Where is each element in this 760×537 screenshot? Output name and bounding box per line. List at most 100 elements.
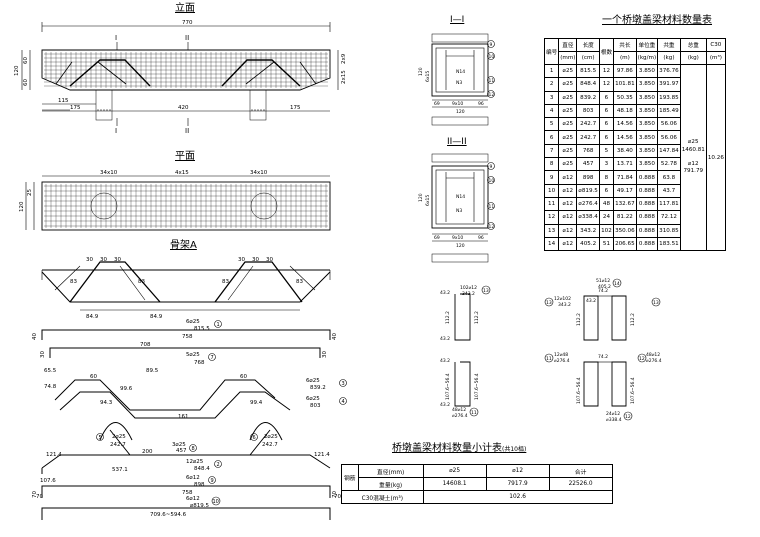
elevation-view: 770 I II I II 115 175 420 175 120 60 60: [14, 20, 347, 135]
material-cell: 14.56: [613, 117, 637, 132]
material-cell: 3.850: [635, 157, 659, 172]
unit-total-len: (m): [613, 51, 637, 65]
plan-dim-3: 34x10: [250, 170, 268, 176]
material-cell: 8: [543, 157, 560, 172]
material-cell: 0.888: [635, 183, 659, 198]
st11-bottom: 43.2: [440, 402, 450, 408]
summary-col-total: 合计: [548, 464, 613, 478]
material-cell: 13.71: [613, 157, 637, 172]
summary-col-12: ⌀12: [485, 464, 550, 478]
material-cell: 391.97: [657, 77, 681, 92]
bar3-label-f: 99.6: [120, 386, 133, 392]
material-cell: 6: [543, 130, 560, 145]
material-cell: 13: [543, 223, 560, 238]
summary-row-header: 钢筋 直径(mm) ⌀25 ⌀12 合计: [341, 464, 613, 491]
bar5-spec: 2⌀25: [112, 434, 126, 440]
str-num3: 13: [653, 300, 659, 306]
bar2-spec: 12⌀25: [186, 459, 204, 465]
material-cell: 132.67: [613, 196, 637, 212]
material-cell: ⌀276.4: [576, 196, 600, 212]
bar6-len: 242.7: [262, 442, 278, 448]
skel-top-3: 30: [114, 257, 121, 263]
sec2-inner-3: 96: [478, 235, 484, 241]
material-cell: 51: [598, 236, 615, 252]
stirrup-11-detail: 43.2 43.2 107.6~56.4 107.6~56.4 48⌀12 ⌀2…: [440, 358, 480, 419]
bar9-end-r: 70: [332, 491, 338, 498]
st11-side: 107.6~56.4: [445, 373, 451, 400]
sec1-width: 120: [456, 109, 465, 115]
title-material-table: 一个桥墩盖梁材料数量表: [602, 15, 712, 26]
material-cell: ⌀25: [558, 77, 578, 92]
material-cell: ⌀25: [558, 117, 578, 132]
summary-col-diam: 直径(mm): [357, 464, 424, 478]
bar3-dim: 161: [178, 414, 189, 420]
sec1-inner-3: 96: [478, 101, 484, 107]
material-cell: ⌀12: [558, 183, 578, 198]
sec2-bar-n14: N14: [456, 194, 465, 200]
bar10-dim: 709.6~594.6: [150, 512, 187, 518]
material-cell: 405.2: [576, 236, 600, 252]
summary-title-text: 桥墩盖梁材料数量小计表: [392, 443, 502, 454]
material-cell: 147.84: [657, 143, 681, 159]
bar6-spec: 2⌀25: [264, 434, 278, 440]
material-cell: 10: [543, 183, 560, 198]
bar3-label-d: 65.5: [44, 368, 57, 374]
strb-num3: 12: [625, 414, 631, 420]
material-cell: 457: [576, 157, 600, 172]
material-cell: ⌀25: [558, 103, 578, 119]
col-count: 根数: [598, 38, 615, 65]
material-cell: 206.65: [613, 236, 637, 252]
material-cell: 350.06: [613, 223, 637, 238]
material-cell: 376.76: [657, 63, 681, 79]
unit-unit-wt: (kg/m): [635, 51, 659, 65]
material-cell: 3.850: [635, 143, 659, 159]
material-cell: 343.2: [576, 223, 600, 238]
title-section-1: I—I: [450, 15, 465, 25]
elev-height-part-1: 60: [23, 57, 29, 64]
stirrup-13-detail: 43.2 43.2 112.2 112.2 102⌀12 343.2 13: [440, 285, 491, 342]
bar9-spec: 6⌀12: [186, 475, 200, 481]
material-cell: 48.18: [613, 103, 637, 119]
skel-diag-3: 83: [222, 279, 229, 285]
material-cell: 50.35: [613, 90, 637, 105]
skel-top-5: 30: [252, 257, 259, 263]
material-cell: 3.850: [635, 90, 659, 105]
str-top-dim: 74.2: [598, 288, 608, 294]
bar-schedule: 40 40 758 6⌀25 815.5 1 30 30 708 5⌀25 76…: [32, 319, 347, 520]
material-cell: ⌀25: [558, 143, 578, 159]
st13-spec: 102⌀12: [460, 285, 477, 291]
summary-w12: 7917.9: [485, 477, 550, 491]
material-cell: 8: [598, 170, 615, 185]
sec1-height: 120: [418, 67, 424, 76]
bar4-num: 4: [342, 399, 345, 405]
bar1-end-l: 40: [32, 333, 38, 340]
bar8-len: 457: [176, 448, 187, 454]
title-section-2: II—II: [447, 137, 467, 147]
st11-side-r: 107.6~56.4: [474, 373, 480, 400]
bar9-dim: 758: [182, 490, 193, 496]
str-spec1: 12⌀102: [554, 296, 571, 302]
bar7-end-l: 30: [40, 351, 46, 358]
material-cell: 803: [576, 103, 600, 119]
material-cell: 183.51: [657, 236, 681, 252]
plan-dim-1: 34x10: [100, 170, 118, 176]
elev-left-offset: 115: [58, 98, 69, 104]
material-cell: 5: [598, 143, 615, 159]
str-top-side-r: 112.2: [630, 313, 636, 326]
col-total-len: 共长: [613, 38, 637, 52]
bar2-num: 2: [217, 462, 220, 468]
bar7-num: 7: [211, 355, 214, 361]
strb-len1: ⌀276.4: [554, 358, 570, 364]
material-cell: 24: [598, 210, 615, 225]
material-cell: 43.7: [657, 183, 681, 198]
material-cell: 7: [543, 143, 560, 159]
sec1-mark-11: 11: [489, 78, 495, 84]
col-no: 编号: [543, 38, 560, 65]
material-cell: 815.5: [576, 63, 600, 79]
title-skeleton: 骨架A: [170, 240, 197, 251]
